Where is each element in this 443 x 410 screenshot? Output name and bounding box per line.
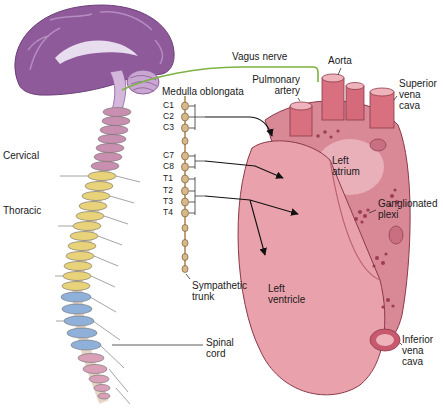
- structure-label: Sympathetic trunk: [192, 280, 254, 302]
- nerve-label: Vagus nerve: [232, 51, 287, 62]
- sympathetic-trunk: [182, 96, 206, 273]
- spinal-nerves: [55, 176, 140, 404]
- structure-label: Medulla oblongata: [162, 86, 244, 97]
- segment-label: C3: [163, 123, 174, 132]
- chamber-label: Left atrium: [332, 155, 370, 177]
- brain: [15, 5, 174, 110]
- vessel-label: Superior vena cava: [399, 78, 440, 111]
- segment-label: C7: [163, 151, 174, 160]
- vessel-label: Inferior vena cava: [402, 334, 440, 367]
- segment-label: C1: [163, 101, 174, 110]
- segment-label: T3: [163, 197, 173, 206]
- structure-label: Ganglionated plexi: [378, 198, 440, 220]
- cardiac-nerves: [205, 117, 298, 255]
- vertebrae: [61, 108, 131, 400]
- region-label: Thoracic: [3, 205, 41, 216]
- segment-label: T2: [163, 186, 173, 195]
- vessel-label: Pulmonary artery: [248, 74, 300, 96]
- segment-label: T1: [163, 174, 173, 183]
- vessel-label: Aorta: [328, 55, 352, 66]
- segment-label: T4: [163, 208, 173, 217]
- chamber-label: Left ventricle: [268, 283, 312, 305]
- segment-label: C2: [163, 112, 174, 121]
- structure-label: Spinal cord: [206, 337, 246, 359]
- leader-lines: [112, 68, 402, 345]
- segment-label: C8: [163, 162, 174, 171]
- region-label: Cervical: [3, 150, 39, 161]
